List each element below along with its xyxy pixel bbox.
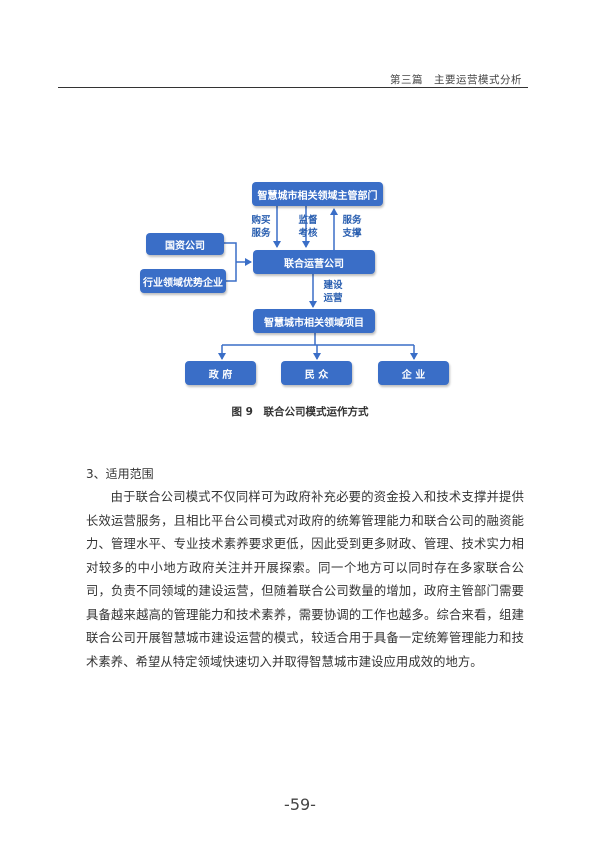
box-government: 政 府 <box>185 361 256 385</box>
label-buy-service: 购买服务 <box>251 215 271 239</box>
box-authority: 智慧城市相关领域主管部门 <box>252 182 383 206</box>
box-enterprise: 企 业 <box>378 361 449 385</box>
label-service-support: 服务支撑 <box>342 215 362 239</box>
figure-caption: 图 9 联合公司模式运作方式 <box>231 406 369 418</box>
header-rule <box>58 87 528 88</box>
box-industry-enterprise: 行业领域优势企业 <box>140 269 226 293</box>
box-joint-company: 联合运营公司 <box>253 250 375 274</box>
box-state-company: 国资公司 <box>146 233 224 255</box>
label-supervise: 监督考核 <box>298 215 318 239</box>
section-paragraph: 由于联合公司模式不仅同样可为政府补充必要的资金投入和技术支撑并提供长效运营服务，… <box>86 490 524 669</box>
label-build-operate: 建设运营 <box>323 280 343 304</box>
box-public: 民 众 <box>281 361 352 385</box>
box-city-project: 智慧城市相关领域项目 <box>253 309 375 333</box>
header-title: 第三篇 主要运营模式分析 <box>390 74 522 86</box>
page-number: -59- <box>284 795 316 814</box>
section-title: 3、适用范围 <box>86 467 154 481</box>
